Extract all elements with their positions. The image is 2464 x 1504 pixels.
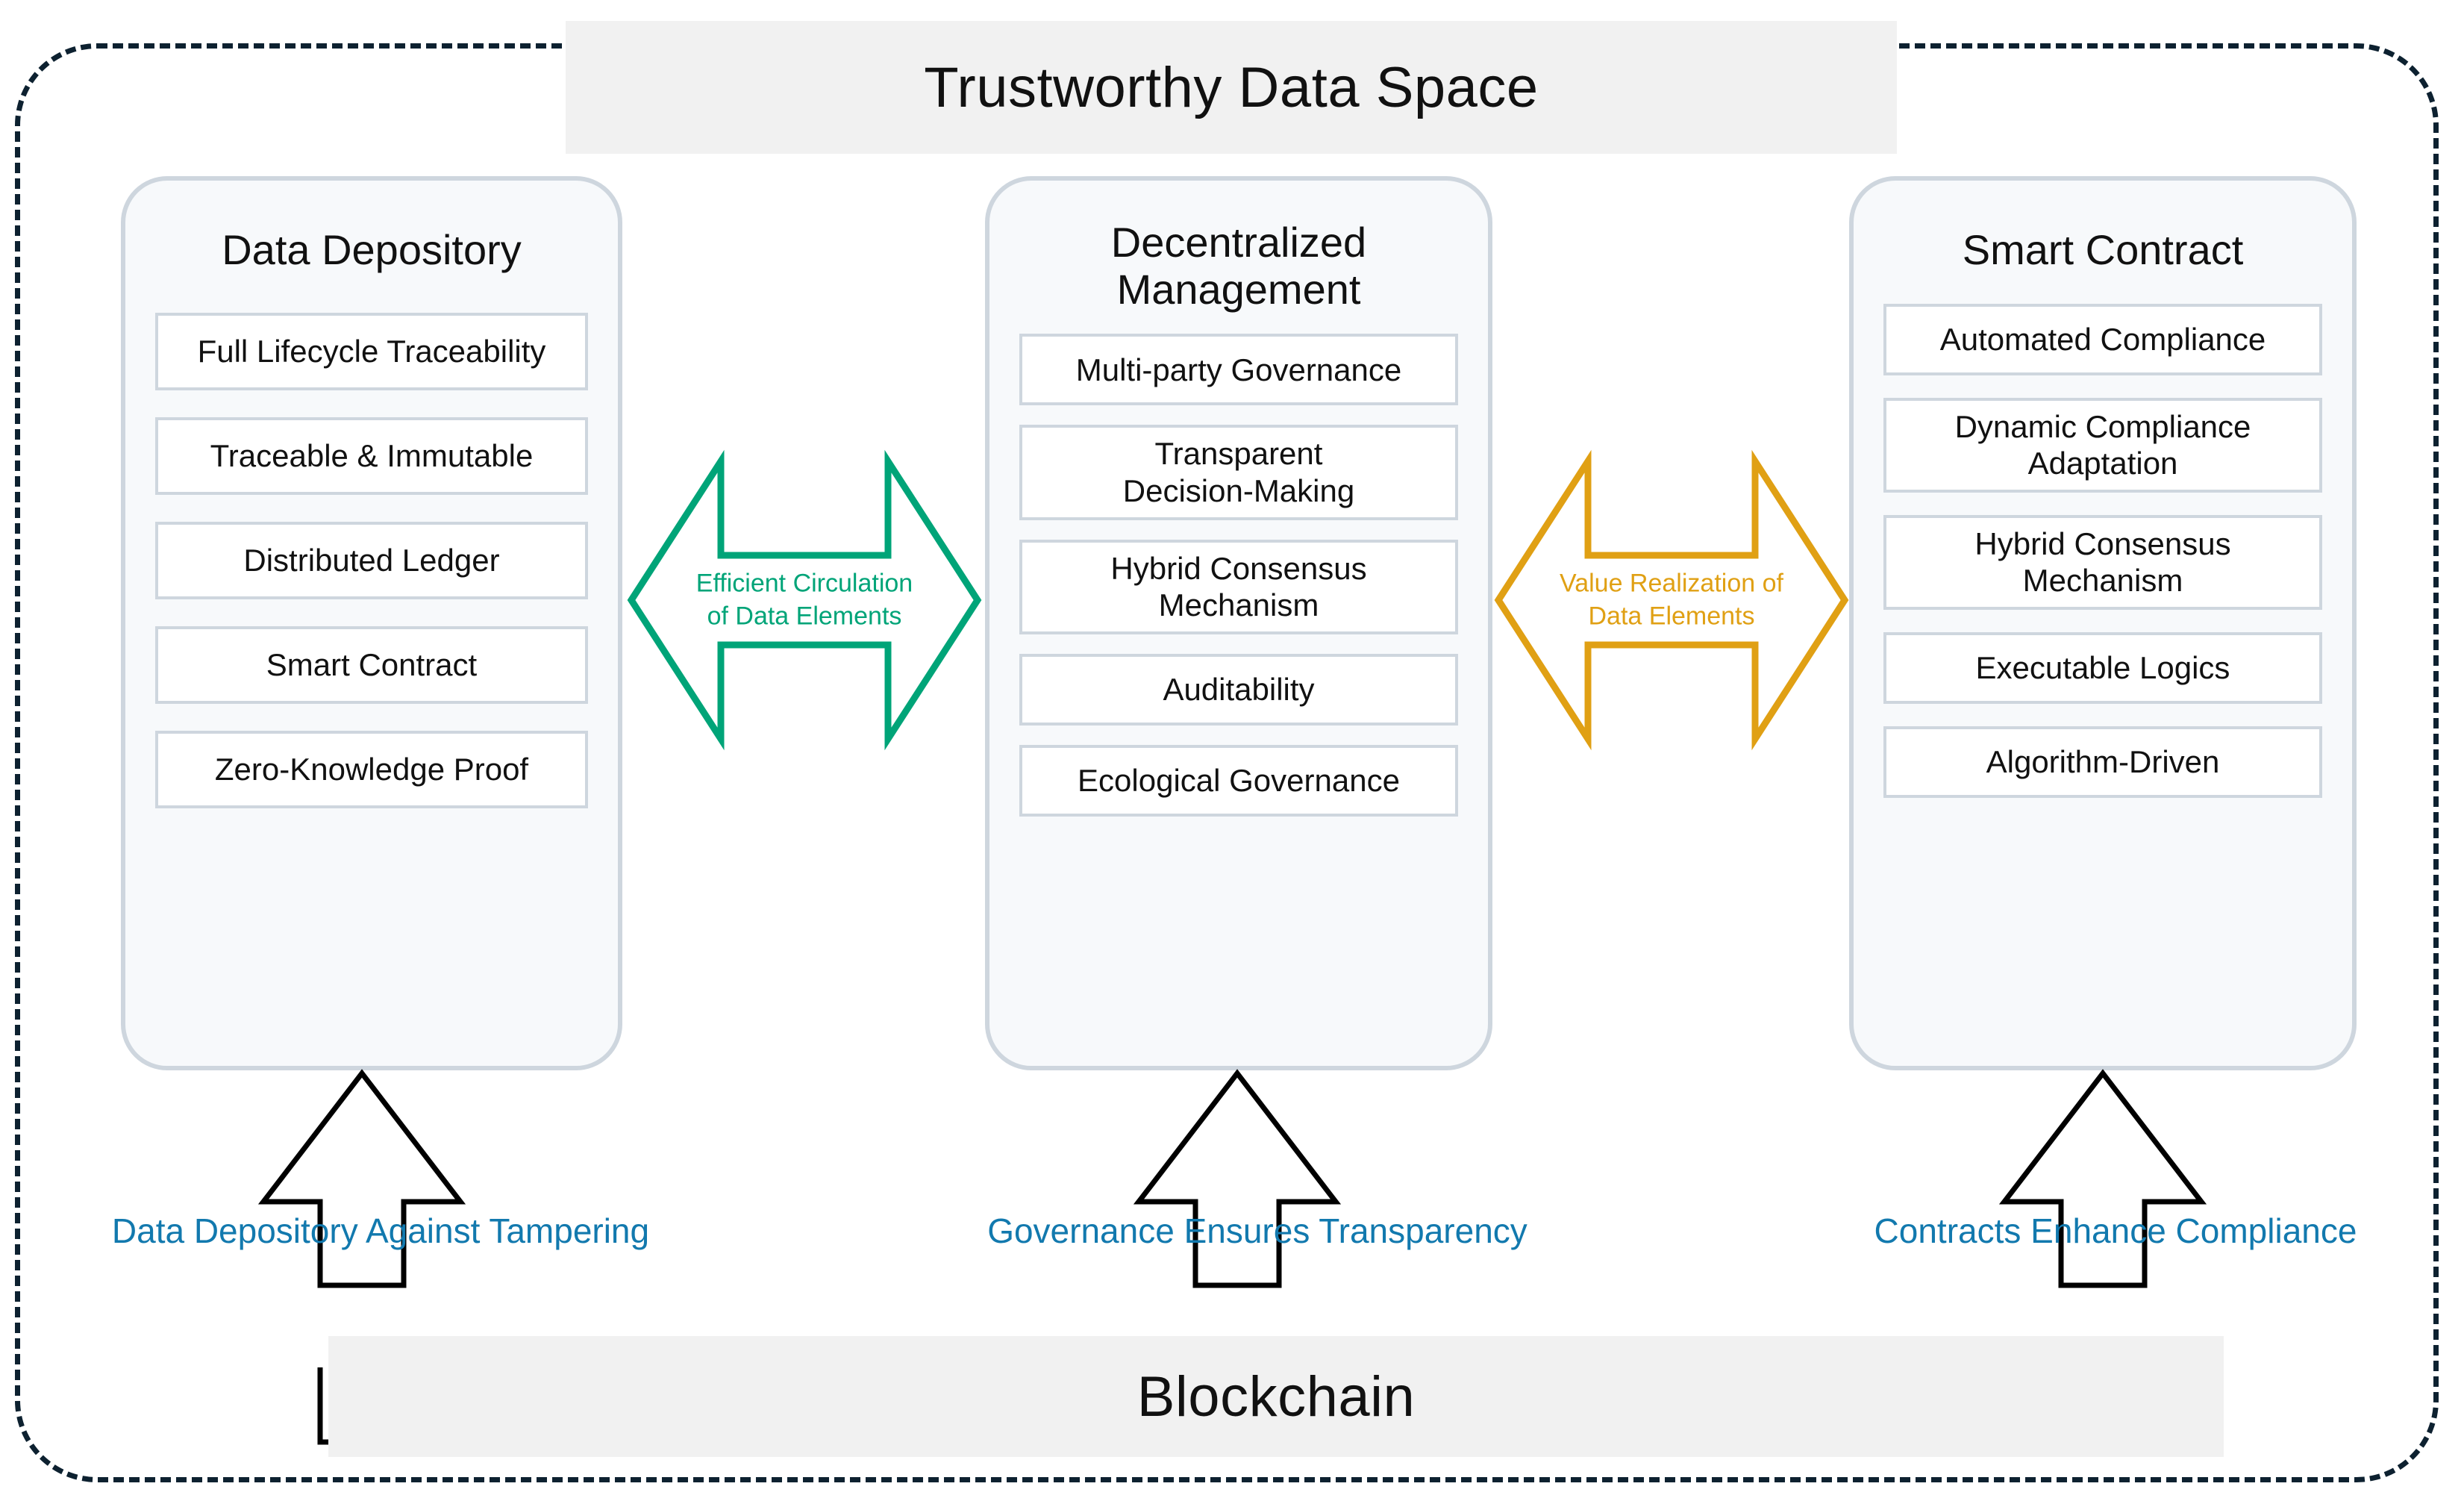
pillar-item-list: Full Lifecycle Traceability Traceable & … [125,312,618,808]
footer-band: Blockchain [328,1336,2224,1457]
pillar-item: Dynamic Compliance Adaptation [1883,397,2322,493]
pillar-title: Data Depository [222,226,522,273]
pillar-item: Transparent Decision-Making [1019,425,1458,520]
connector-arrow-value-realization: Value Realization of Data Elements [1492,443,1851,757]
pillar-card-decentralized-management: Decentralized Management Multi-party Gov… [985,176,1492,1070]
pillar-item: Hybrid Consensus Mechanism [1019,539,1458,634]
page-title: Trustworthy Data Space [924,55,1539,119]
pillar-item: Distributed Ledger [155,521,588,599]
blockchain-label: Blockchain [1136,1364,1416,1429]
pillar-title: Smart Contract [1962,226,2244,273]
pillar-item-list: Multi-party Governance Transparent Decis… [989,334,1488,817]
support-caption-left: Data Depository Against Tampering [111,1211,650,1250]
connector-label: Efficient Circulation of Data Elements [695,569,913,630]
pillar-title: Decentralized Management [1110,219,1367,313]
pillar-item: Traceable & Immutable [155,416,588,495]
header-band: Trustworthy Data Space [566,21,1897,154]
pillar-item-list: Automated Compliance Dynamic Compliance … [1854,303,2352,798]
pillar-card-data-depository: Data Depository Full Lifecycle Traceabil… [121,176,622,1070]
double-arrow-icon [627,449,982,751]
pillar-item: Hybrid Consensus Mechanism [1883,514,2322,610]
connector-label: Value Realization of Data Elements [1560,569,1783,630]
pillar-item: Full Lifecycle Traceability [155,312,588,390]
pillar-item: Zero-Knowledge Proof [155,730,588,808]
pillar-item: Smart Contract [155,625,588,704]
pillar-item: Auditability [1019,653,1458,726]
pillar-item: Algorithm-Driven [1883,726,2322,798]
pillar-card-smart-contract: Smart Contract Automated Compliance Dyna… [1849,176,2357,1070]
double-arrow-icon [1494,449,1849,751]
pillar-item: Executable Logics [1883,631,2322,704]
pillar-item: Automated Compliance [1883,303,2322,375]
support-caption-right: Contracts Enhance Compliance [1874,1211,2357,1250]
connector-arrow-efficient-circulation: Efficient Circulation of Data Elements [625,443,984,757]
support-caption-middle: Governance Ensures Transparency [987,1211,1528,1250]
pillar-item: Multi-party Governance [1019,334,1458,406]
pillar-item: Ecological Governance [1019,744,1458,817]
